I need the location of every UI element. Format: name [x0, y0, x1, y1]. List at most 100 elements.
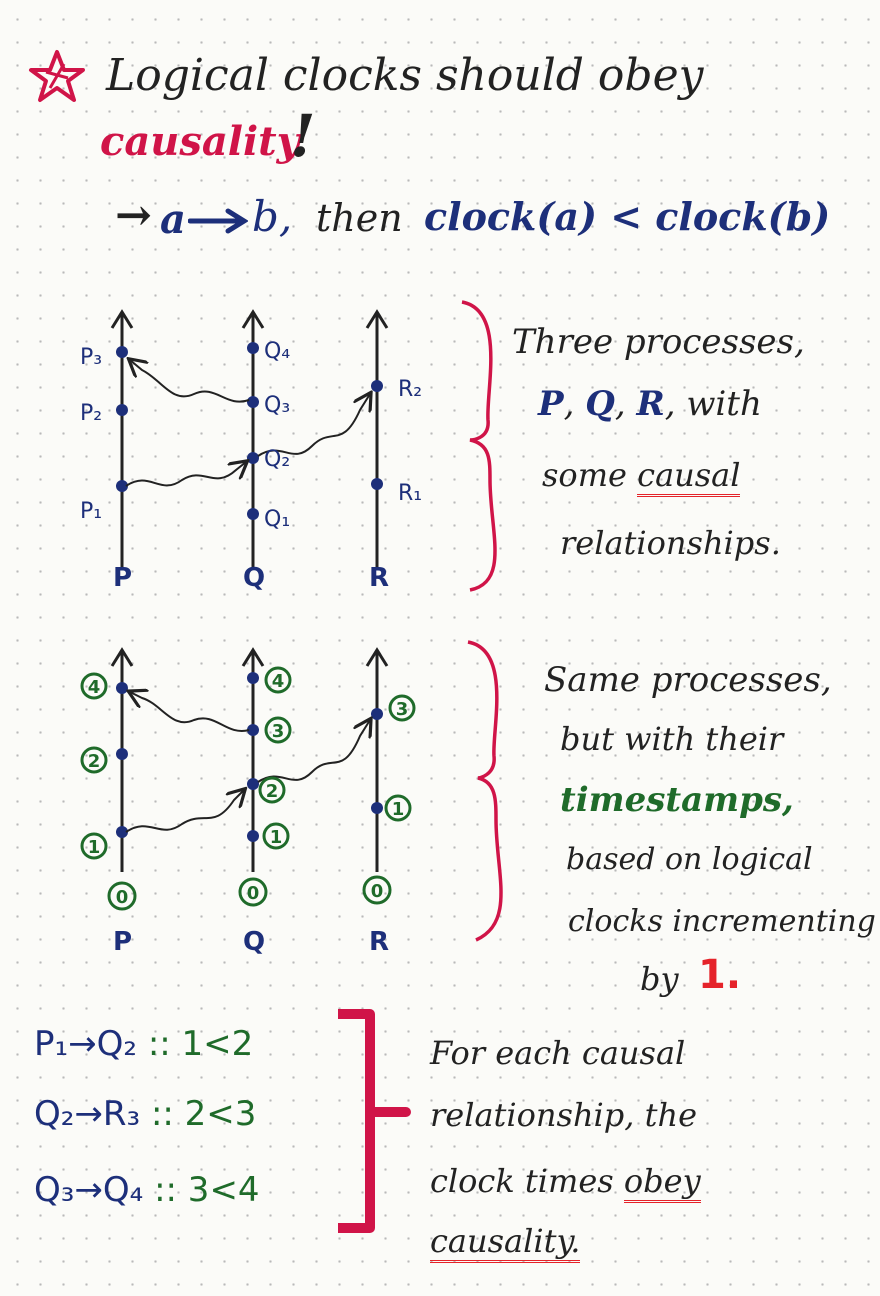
event2-p3 — [116, 682, 128, 694]
label-p3: P₃ — [80, 345, 102, 370]
bracket — [338, 1009, 411, 1233]
stamp-q-0: 0 — [238, 877, 268, 907]
note1-causal: causal — [637, 456, 741, 497]
conclusion-causality: causality. — [430, 1222, 581, 1263]
process2-name-q: Q — [243, 927, 265, 957]
svg-text:1: 1 — [88, 837, 101, 858]
conclusion-line3: clock times obey — [430, 1162, 701, 1203]
rule-a: a — [160, 196, 186, 243]
stamp-p-1: 1 — [80, 832, 108, 860]
process-name-q: Q — [243, 563, 265, 593]
process-name-p: P — [113, 563, 132, 593]
event2-q3 — [247, 724, 259, 736]
stamp-r-3: 3 — [388, 694, 416, 722]
note2-line2: but with their — [560, 720, 784, 758]
message2-q3-p3 — [130, 692, 250, 732]
event-q2 — [247, 452, 259, 464]
label-p2: P₂ — [80, 401, 102, 426]
diagram-1: P₃ P₂ P₁ Q₄ Q₃ Q₂ Q₁ R₂ R₁ P Q R — [80, 300, 497, 593]
causality-word: causality — [100, 118, 300, 165]
event2-q2 — [247, 778, 259, 790]
stamp-p-4: 4 — [80, 672, 108, 700]
event2-r2 — [371, 708, 383, 720]
event-p1 — [116, 480, 128, 492]
event-p3 — [116, 346, 128, 358]
process2-name-p: P — [113, 927, 132, 957]
event2-q4 — [247, 672, 259, 684]
relation-lhs: P₁→Q₂ — [34, 1024, 138, 1064]
brace-1 — [461, 300, 497, 592]
svg-text:1: 1 — [270, 827, 283, 848]
stamp-r-0: 0 — [362, 875, 392, 905]
svg-text:3: 3 — [272, 721, 285, 742]
message2-q2-r2 — [257, 720, 370, 783]
arrowhead2-q-icon — [241, 647, 265, 667]
message-p1-q2 — [125, 462, 246, 487]
arrowhead-p-icon — [110, 309, 134, 329]
event-r1 — [371, 478, 383, 490]
conclusion-line4: causality. — [430, 1222, 581, 1263]
brace-2 — [467, 640, 503, 942]
rule-condition: clock(a) < clock(b) — [424, 194, 831, 239]
arrowhead-r-icon — [365, 309, 389, 329]
note1-q: Q — [585, 384, 615, 424]
event2-q1 — [247, 830, 259, 842]
svg-text:4: 4 — [272, 671, 285, 692]
label-q4: Q₄ — [264, 339, 290, 364]
svg-text:2: 2 — [88, 751, 101, 772]
event-q3 — [247, 396, 259, 408]
stamp-q-1: 1 — [262, 822, 290, 850]
note2-line1: Same processes, — [544, 660, 832, 700]
note2-by: by — [640, 960, 679, 998]
event-r2 — [371, 380, 383, 392]
note2-line5: clocks incrementing — [568, 904, 876, 939]
rule-arrow-icon: → — [115, 190, 152, 241]
star-icon — [29, 50, 85, 102]
relation-row: Q₃→Q₄ :: 3<4 — [34, 1170, 260, 1210]
exclamation: ! — [290, 102, 316, 170]
stamp-r-1: 1 — [384, 794, 412, 822]
relation-rhs: :: 1<2 — [147, 1024, 254, 1064]
conclusion-obey: obey — [623, 1162, 701, 1203]
event-q1 — [247, 508, 259, 520]
svg-text:0: 0 — [247, 883, 260, 904]
stamp-p-2: 2 — [80, 746, 108, 774]
relation-row: Q₂→R₃ :: 2<3 — [34, 1094, 256, 1134]
process2-name-r: R — [369, 927, 389, 957]
svg-text:3: 3 — [396, 699, 409, 720]
relation-lhs: Q₃→Q₄ — [34, 1170, 144, 1210]
relation-lhs: Q₂→R₃ — [34, 1094, 141, 1134]
event-p2 — [116, 404, 128, 416]
note1-r: R — [636, 384, 665, 424]
note2-one: 1. — [698, 952, 742, 998]
rule-then: then — [316, 196, 403, 240]
relation-rhs: :: 2<3 — [150, 1094, 257, 1134]
process-name-r: R — [369, 563, 389, 593]
svg-text:0: 0 — [371, 881, 384, 902]
stamp-p-0: 0 — [107, 881, 137, 911]
label-r1: R₁ — [398, 481, 422, 506]
label-q3: Q₃ — [264, 393, 290, 418]
message2-p1-q2 — [125, 790, 244, 833]
diagram-2: 4 2 1 0 4 3 2 1 0 3 1 0 — [80, 640, 503, 957]
relation-row: P₁→Q₂ :: 1<2 — [34, 1024, 253, 1064]
message-q3-p3 — [130, 360, 250, 403]
note1-line1: Three processes, — [512, 322, 805, 362]
note2-timestamps: timestamps, — [560, 780, 794, 820]
svg-text:1: 1 — [392, 799, 405, 820]
stamp-q-3: 3 — [264, 716, 292, 744]
stamp-q-2: 2 — [258, 776, 286, 804]
note1-line3: some causal — [542, 456, 741, 497]
svg-text:4: 4 — [88, 677, 101, 698]
note1-line2: P, Q, R, with — [538, 384, 762, 424]
relation-rhs: :: 3<4 — [154, 1170, 260, 1210]
label-q1: Q₁ — [264, 507, 290, 532]
note1-line4: relationships. — [560, 524, 781, 562]
arrowhead-q-icon — [241, 309, 265, 329]
event2-p2 — [116, 748, 128, 760]
title-line: Logical clocks should obey — [106, 50, 704, 101]
event2-p1 — [116, 826, 128, 838]
conclusion-line2: relationship, the — [430, 1096, 698, 1134]
event2-r1 — [371, 802, 383, 814]
svg-text:0: 0 — [116, 887, 129, 908]
